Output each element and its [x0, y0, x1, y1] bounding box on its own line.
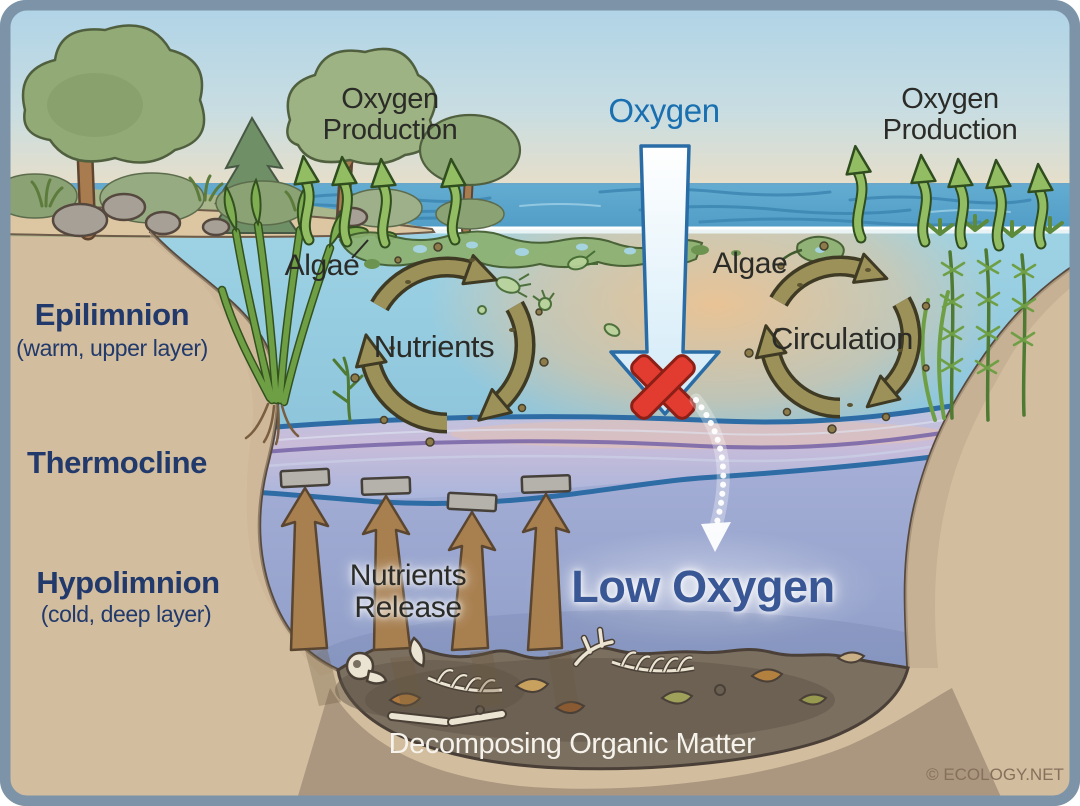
credit-watermark: © ECOLOGY.NET	[926, 765, 1064, 784]
thermocline-label: Thermocline	[27, 445, 207, 480]
hypolimnion-label: Hypolimnion	[36, 565, 220, 600]
nutrients-release-line2: Release	[354, 591, 462, 625]
oxygen-label: Oxygen	[608, 92, 720, 129]
bottomland	[295, 688, 1005, 806]
oxygen-production-label-right: Oxygen Production	[882, 83, 1018, 147]
left-bank-shading	[150, 231, 338, 676]
algae-pointer-line-left	[351, 239, 369, 259]
shore-rocks	[51, 192, 369, 238]
aquatic-plants-right	[920, 214, 1064, 422]
decomposing-leaves	[388, 651, 866, 715]
blocked-x-icon	[630, 354, 696, 420]
decomposing-organic-matter-label: Decomposing Organic Matter	[388, 728, 756, 760]
algae-pointer-line-right	[781, 248, 803, 261]
oxygen-production-arrows-left	[293, 154, 467, 249]
branching-weed	[332, 356, 364, 422]
nutrients-release-label: Nutrients Release	[349, 559, 467, 625]
hypolimnion-sublabel: (cold, deep layer)	[40, 601, 212, 627]
oxygen-down-arrow	[609, 144, 721, 416]
tree-deciduous-large	[21, 24, 206, 241]
oxygen-production-arrows-right	[845, 144, 1054, 252]
nutrients-release-line1: Nutrients	[349, 559, 467, 592]
low-oxygen-glow	[523, 530, 883, 646]
nutrient-particles	[350, 242, 549, 447]
circulation-cycle	[744, 241, 931, 434]
epilimnion-label: Epilimnion	[34, 297, 190, 332]
oxygen-sinking-dashed-arrow	[689, 393, 731, 552]
circulation-label: Circulation	[770, 321, 914, 356]
algae-label-right: Algae	[712, 247, 788, 280]
right-bank-shading	[905, 262, 1080, 668]
low-oxygen-label: Low Oxygen	[571, 561, 835, 612]
epilimnion-sublabel: (warm, upper layer)	[16, 335, 208, 361]
nutrients-release-arrows	[279, 467, 578, 710]
skeleton-remains	[345, 626, 695, 727]
thermocline-cap-blocks	[279, 467, 572, 513]
sediment	[335, 626, 910, 771]
plankton	[477, 250, 621, 337]
nutrients-label: Nutrients	[373, 329, 495, 364]
thermocline-band	[150, 395, 1001, 506]
aquatic-plant-left	[217, 177, 397, 446]
oxygen-production-label-left: Oxygen Production	[322, 83, 458, 147]
circulation-particles	[744, 241, 931, 434]
algae-label-left: Algae	[284, 249, 360, 282]
nutrients-cycle	[350, 242, 549, 447]
